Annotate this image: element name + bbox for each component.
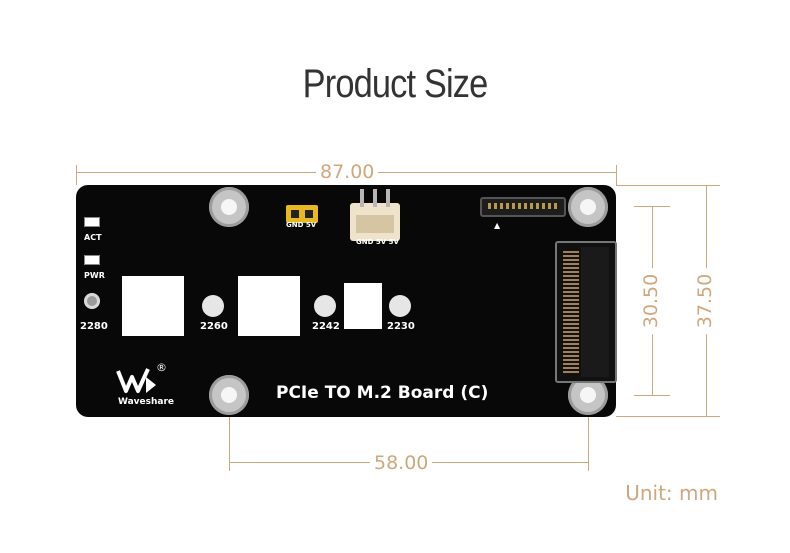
pad-2242 — [314, 295, 336, 317]
hole-vertical-top-tick — [634, 206, 670, 207]
ffc-connector — [480, 197, 566, 217]
screw-icon — [84, 293, 100, 309]
connector-pin — [386, 189, 390, 207]
m2-latch — [581, 247, 609, 377]
size-label-2230: 2230 — [387, 321, 415, 332]
pad-2230 — [389, 295, 411, 317]
mounting-hole-top-left — [209, 187, 249, 227]
pwr-label: PWR — [84, 271, 105, 280]
hole-vertical-bottom-tick — [634, 395, 670, 396]
size-label-2260: 2260 — [200, 321, 228, 332]
brand-label: Waveshare — [118, 397, 175, 407]
mounting-hole-top-right — [568, 187, 608, 227]
board-name: PCIe TO M.2 Board (C) — [276, 383, 489, 403]
power-connector — [350, 189, 400, 241]
jumper-label: GND 5V — [286, 221, 317, 229]
connector-pin — [360, 189, 364, 207]
ffc-contacts — [488, 203, 558, 209]
width-dimension-left-tick — [76, 165, 77, 185]
connector-slot — [356, 215, 394, 233]
mounting-hole-bottom-left — [209, 375, 249, 415]
jumper-header — [286, 205, 318, 223]
act-led — [84, 217, 100, 227]
size-label-2242: 2242 — [312, 321, 340, 332]
cutout-2260 — [238, 276, 300, 336]
registered-mark: ® — [156, 361, 167, 374]
connector-pin — [373, 189, 377, 207]
width-dimension-label: 87.00 — [316, 161, 379, 183]
waveshare-logo-icon — [116, 368, 156, 393]
unit-label: Unit: mm — [625, 481, 718, 505]
hole-horizontal-right-tick — [588, 417, 589, 471]
page-title: Product Size — [302, 62, 489, 106]
connector-label: GND 5V 5V — [356, 238, 399, 246]
pad-2260 — [202, 295, 224, 317]
pcb-board: ACT PWR 2280 2260 2242 2230 GND 5V GND 5… — [76, 185, 617, 417]
hole-horizontal-left-tick — [229, 417, 230, 471]
height-dimension-top-tick — [616, 185, 720, 186]
cutout-2280 — [122, 276, 184, 336]
width-dimension-right-tick — [616, 165, 617, 185]
m2-contacts — [563, 249, 579, 373]
m2-slot — [555, 241, 617, 383]
height-dimension-bottom-tick — [616, 416, 720, 417]
ffc-marker-icon: ▲ — [494, 221, 501, 230]
act-label: ACT — [84, 233, 102, 242]
hole-vertical-label: 30.50 — [640, 267, 663, 335]
pwr-led — [84, 255, 100, 265]
height-dimension-label: 37.50 — [694, 267, 717, 335]
size-label-2280: 2280 — [80, 321, 108, 332]
hole-horizontal-label: 58.00 — [370, 452, 433, 474]
cutout-2242 — [344, 283, 382, 329]
